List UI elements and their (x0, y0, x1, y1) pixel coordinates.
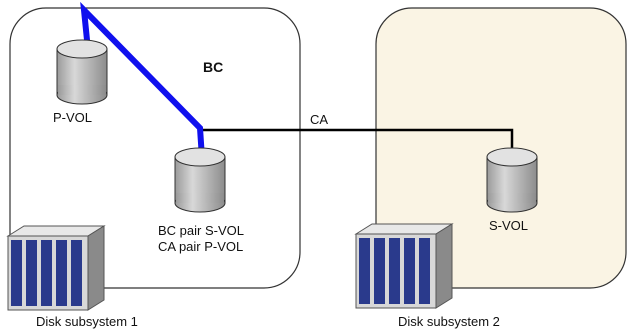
disk-subsystem-2-label: Disk subsystem 2 (398, 314, 500, 329)
s-vol-cylinder (486, 147, 538, 213)
disk-subsystem-2-box (375, 7, 627, 289)
bc-link (80, 1, 205, 159)
ca-link (203, 128, 514, 156)
bc-pair-svol-label: BC pair S-VOL (158, 223, 244, 238)
disk-subsystem-1-rack-icon (6, 225, 106, 311)
bc-svol-cylinder (174, 147, 226, 213)
ca-pair-pvol-label: CA pair P-VOL (158, 239, 243, 254)
bc-label: BC (203, 59, 223, 75)
p-vol-cylinder (56, 39, 108, 105)
p-vol-label: P-VOL (53, 110, 92, 125)
disk-subsystem-2-rack-icon (354, 223, 454, 309)
disk-subsystem-1-label: Disk subsystem 1 (36, 314, 138, 329)
ca-label: CA (310, 112, 328, 127)
s-vol-label: S-VOL (489, 218, 528, 233)
